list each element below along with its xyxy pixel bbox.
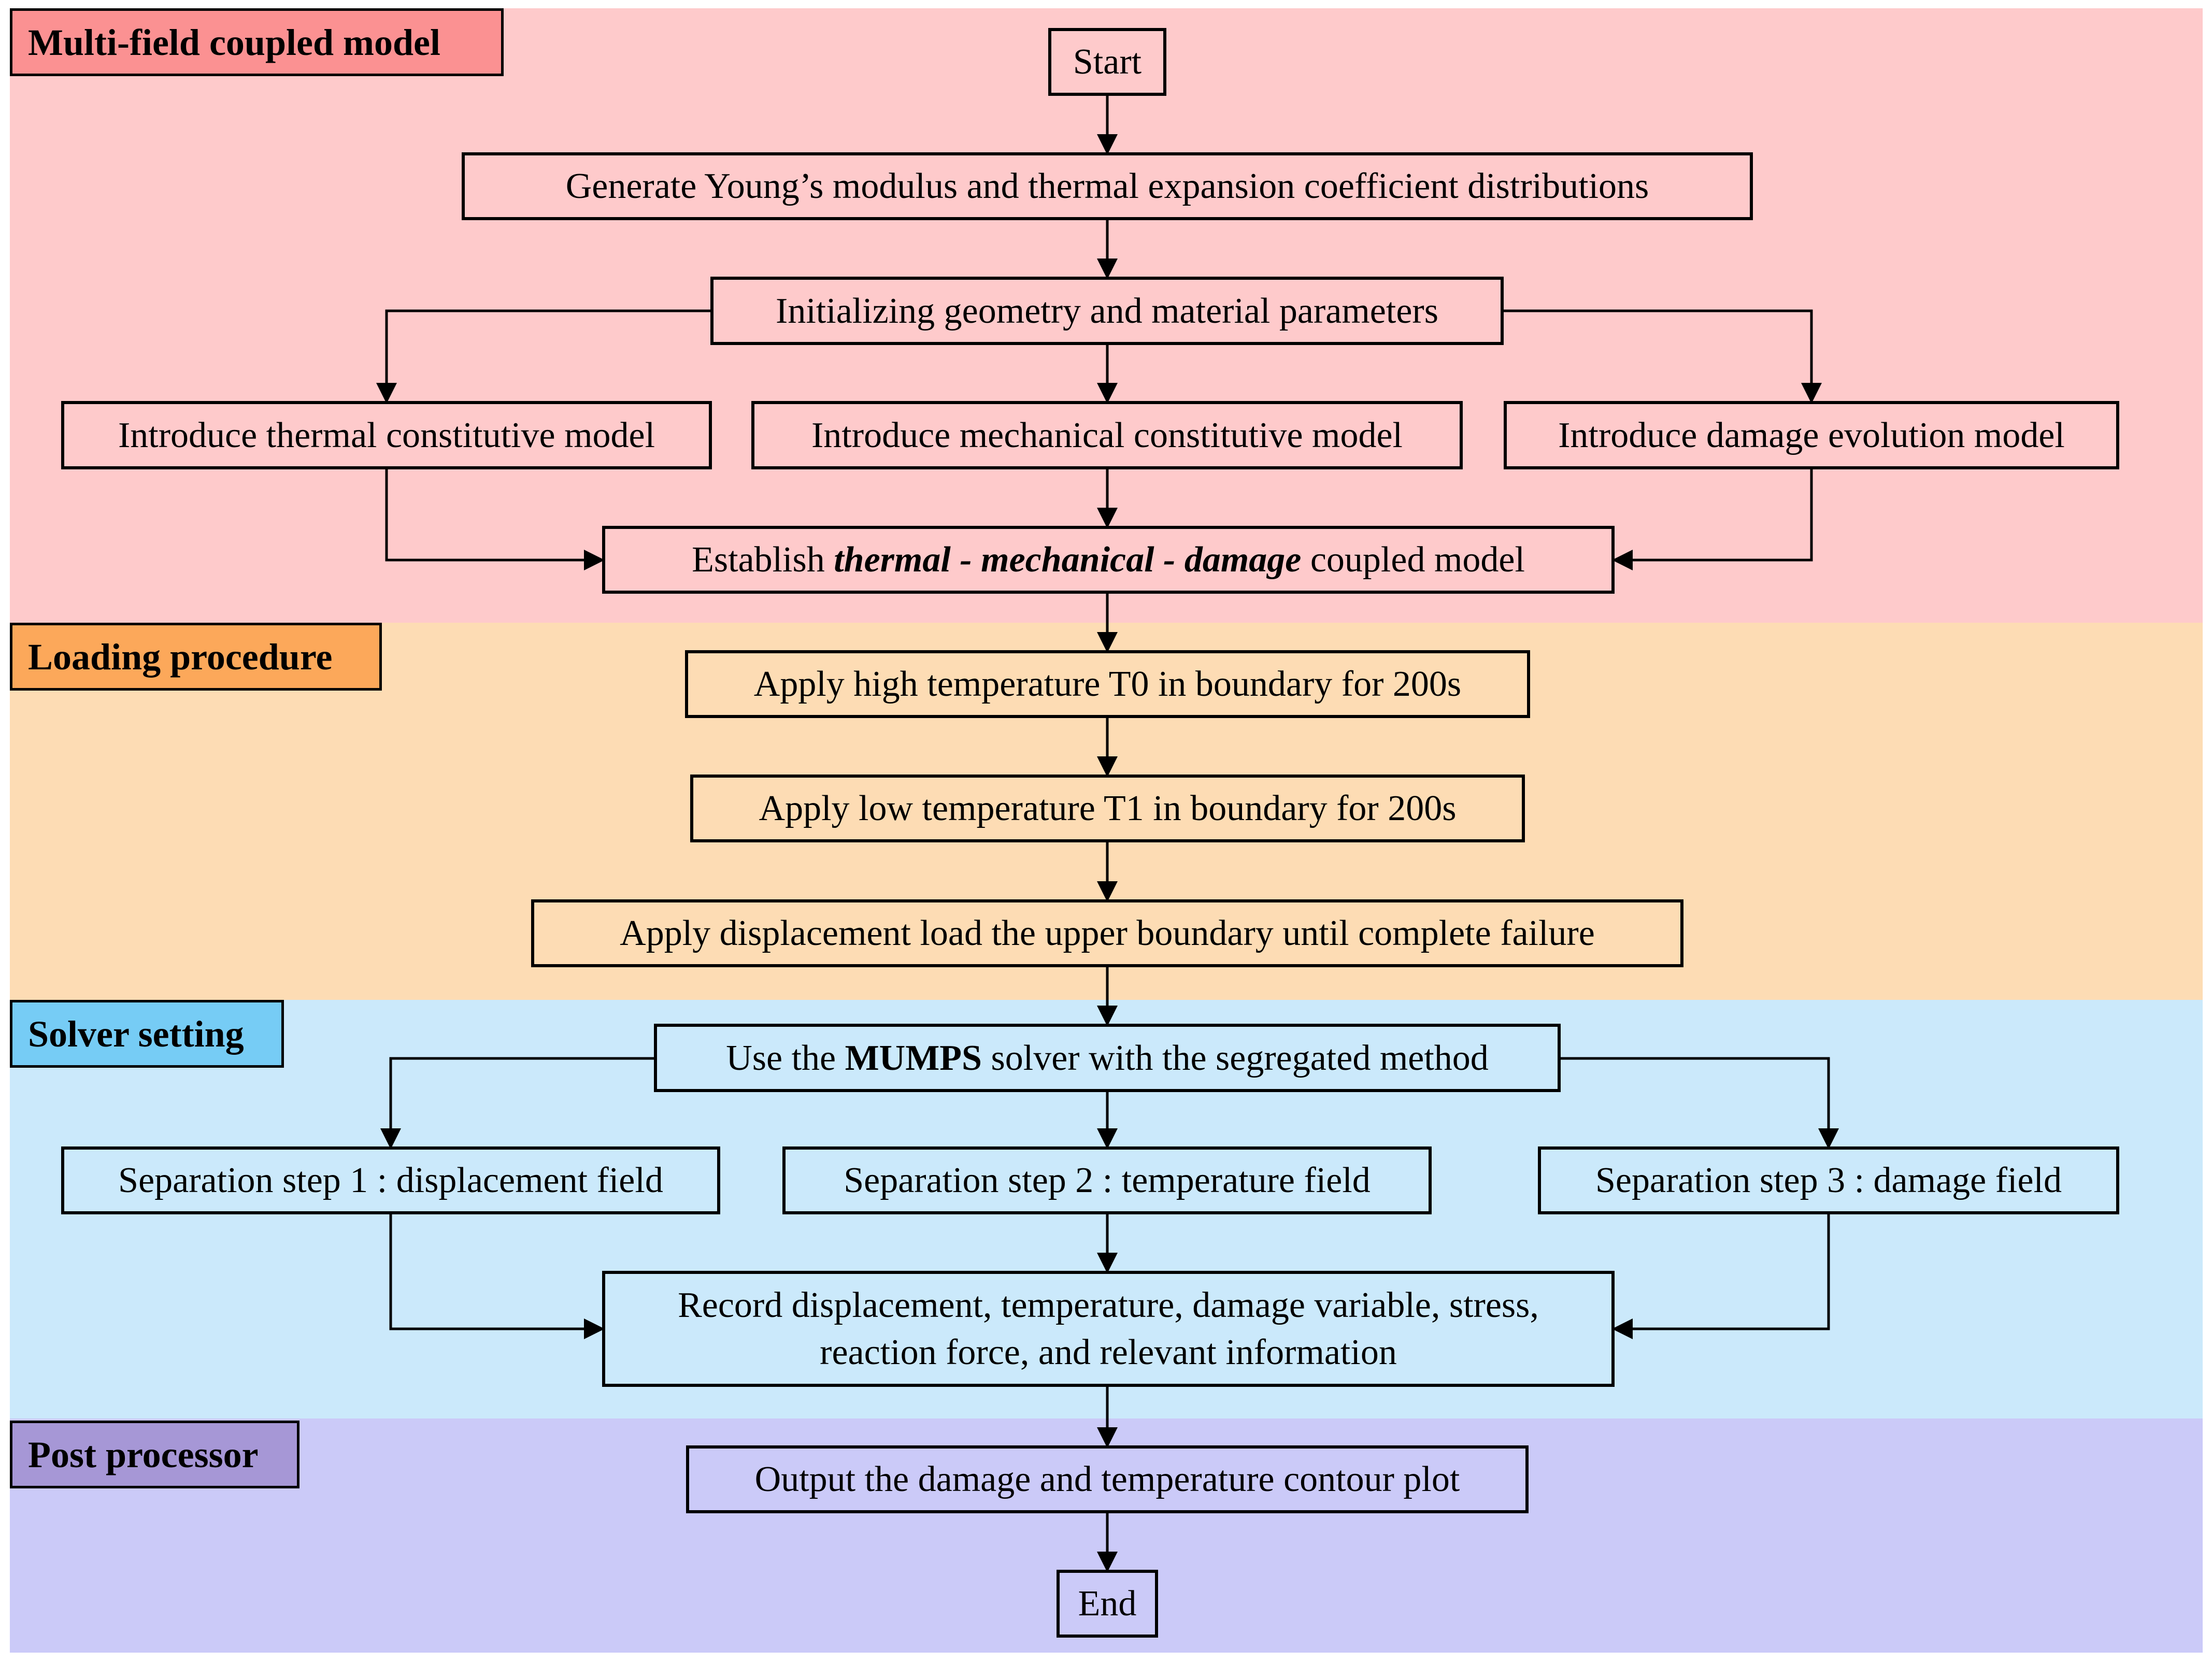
high-temperature-node: Apply high temperature T0 in boundary fo… (685, 650, 1530, 718)
low-temperature-node: Apply low temperature T1 in boundary for… (690, 775, 1525, 842)
solver-band (10, 1000, 2203, 1418)
start-node: Start (1048, 28, 1166, 96)
separation-step-2-node: Separation step 2 : temperature field (782, 1146, 1432, 1214)
record-line-2: reaction force, and relevant information (820, 1332, 1397, 1372)
solver-emphasis: MUMPS (845, 1038, 982, 1078)
output-contour-plot-node: Output the damage and temperature contou… (686, 1445, 1529, 1513)
separation-step-1-node: Separation step 1 : displacement field (61, 1146, 720, 1214)
establish-prefix: Establish (692, 540, 834, 580)
solver-prefix: Use the (726, 1038, 845, 1078)
mechanical-model-node: Introduce mechanical constitutive model (751, 401, 1463, 469)
damage-model-node: Introduce damage evolution model (1504, 401, 2119, 469)
thermal-model-node: Introduce thermal constitutive model (61, 401, 712, 469)
section-label-multi-field: Multi-field coupled model (10, 8, 504, 76)
section-label-solver: Solver setting (10, 1000, 284, 1068)
separation-step-3-node: Separation step 3 : damage field (1538, 1146, 2119, 1214)
displacement-load-node: Apply displacement load the upper bounda… (531, 899, 1683, 967)
generate-distributions-node: Generate Young’s modulus and thermal exp… (462, 152, 1753, 220)
establish-coupled-model-node: Establish thermal - mechanical - damage … (602, 526, 1615, 594)
initialize-parameters-node: Initializing geometry and material param… (710, 277, 1504, 345)
section-label-post: Post processor (10, 1421, 299, 1488)
record-line-1: Record displacement, temperature, damage… (678, 1285, 1539, 1325)
end-node: End (1057, 1570, 1158, 1638)
record-information-node: Record displacement, temperature, damage… (602, 1271, 1615, 1387)
establish-emphasis: thermal - mechanical - damage (834, 540, 1302, 580)
solver-suffix: solver with the segregated method (982, 1038, 1489, 1078)
section-label-loading: Loading procedure (10, 623, 382, 691)
mumps-solver-node: Use the MUMPS solver with the segregated… (654, 1024, 1561, 1092)
establish-suffix: coupled model (1301, 540, 1525, 580)
